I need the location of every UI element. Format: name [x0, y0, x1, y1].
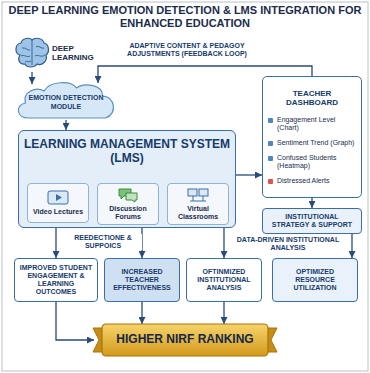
- outcome-box: OPTIMIZED RESOURCE UTILIZATION: [272, 258, 358, 302]
- edge-label: ADAPTIVE CONTENT & PEDAGOY ADJUSTMENTS (…: [118, 42, 256, 58]
- connector-arrow: [236, 174, 262, 175]
- frame: [2, 2, 368, 371]
- ranking-banner: HIGHER NIRF RANKING: [92, 322, 278, 358]
- emotion-cloud: EMOTION DETECTION MODULE: [14, 80, 118, 120]
- node-label: Video Lectures: [33, 208, 83, 216]
- outcome-box: IMPROVED STUDENT ENGAGEMENT & LEARNING O…: [14, 258, 98, 302]
- node-label: OFTINMIZED INSTITUTIONAL ANALYSIS: [190, 268, 258, 292]
- connector-arrow: [351, 234, 352, 258]
- node-item: Confused Students (Heatmap): [268, 154, 356, 170]
- connector-arrow: [311, 198, 312, 208]
- dashboard-box: TEACHER DASHBOARD Engagement Level (Chart…: [262, 76, 362, 198]
- node-item: Distressed Alerts: [268, 177, 330, 185]
- lms-box: LEARNING MANAGEMENT SYSTEM (LMS) Video Le…: [18, 130, 236, 228]
- outcome-box: INCREASED TEACHER EFFECTIVENESS: [104, 258, 180, 302]
- banner-body: [102, 324, 268, 356]
- node-label: OPTIMIZED RESOURCE UTILIZATION: [276, 268, 354, 292]
- node-label: Discussion Forums: [100, 205, 156, 221]
- node-item: Sentiment Trend (Graph): [268, 139, 354, 147]
- brain-icon: [16, 38, 48, 67]
- connector-arrow: [31, 72, 32, 84]
- video-icon: [47, 190, 69, 206]
- node-label: INSTITUTIONAL STRATEGY & SUPPORT: [266, 213, 358, 229]
- brain-node: DEEP LEARNING: [14, 34, 98, 72]
- node-label: LEARNING MANAGEMENT SYSTEM (LMS): [19, 138, 235, 166]
- node-label: Virtual Classrooms: [170, 205, 226, 221]
- section-label: REEDECTIONE & SUPPOICS: [64, 234, 142, 250]
- connector-arrow: [223, 302, 224, 324]
- node-item: Engagement Level (Chart): [268, 116, 356, 132]
- diagram-title: DEEP LEARNING EMOTION DETECTION & LMS IN…: [8, 4, 362, 30]
- connector-arrow: [56, 302, 94, 340]
- connector-arrow: [65, 120, 66, 130]
- forum-icon: [117, 187, 139, 203]
- feature-box: Video Lectures: [27, 183, 89, 223]
- node-label: TEACHER DASHBOARD: [268, 89, 356, 107]
- feature-box: Virtual Classrooms: [167, 183, 229, 225]
- outcome-box: OFTINMIZED INSTITUTIONAL ANALYSIS: [186, 258, 262, 302]
- node-label: IMPROVED STUDENT ENGAGEMENT & LEARNING O…: [18, 264, 94, 296]
- node-label: INCREASED TEACHER EFFECTIVENESS: [108, 268, 176, 292]
- section-label: DATA-DRIVEN INSTITUTIONAL ANALYSIS: [230, 236, 346, 252]
- connector-arrow: [223, 228, 224, 258]
- class-icon: [187, 187, 209, 203]
- connector-arrow: [55, 228, 56, 258]
- strategy-box: INSTITUTIONAL STRATEGY & SUPPORT: [262, 208, 362, 234]
- feature-box: Discussion Forums: [97, 183, 159, 225]
- node-label: HIGHER NIRF RANKING: [116, 333, 253, 347]
- node-label: EMOTION DETECTION MODULE: [27, 94, 105, 110]
- connector-arrow: [141, 302, 142, 324]
- cloud-outline: [18, 83, 113, 118]
- node-label: DEEP LEARNING: [52, 44, 98, 62]
